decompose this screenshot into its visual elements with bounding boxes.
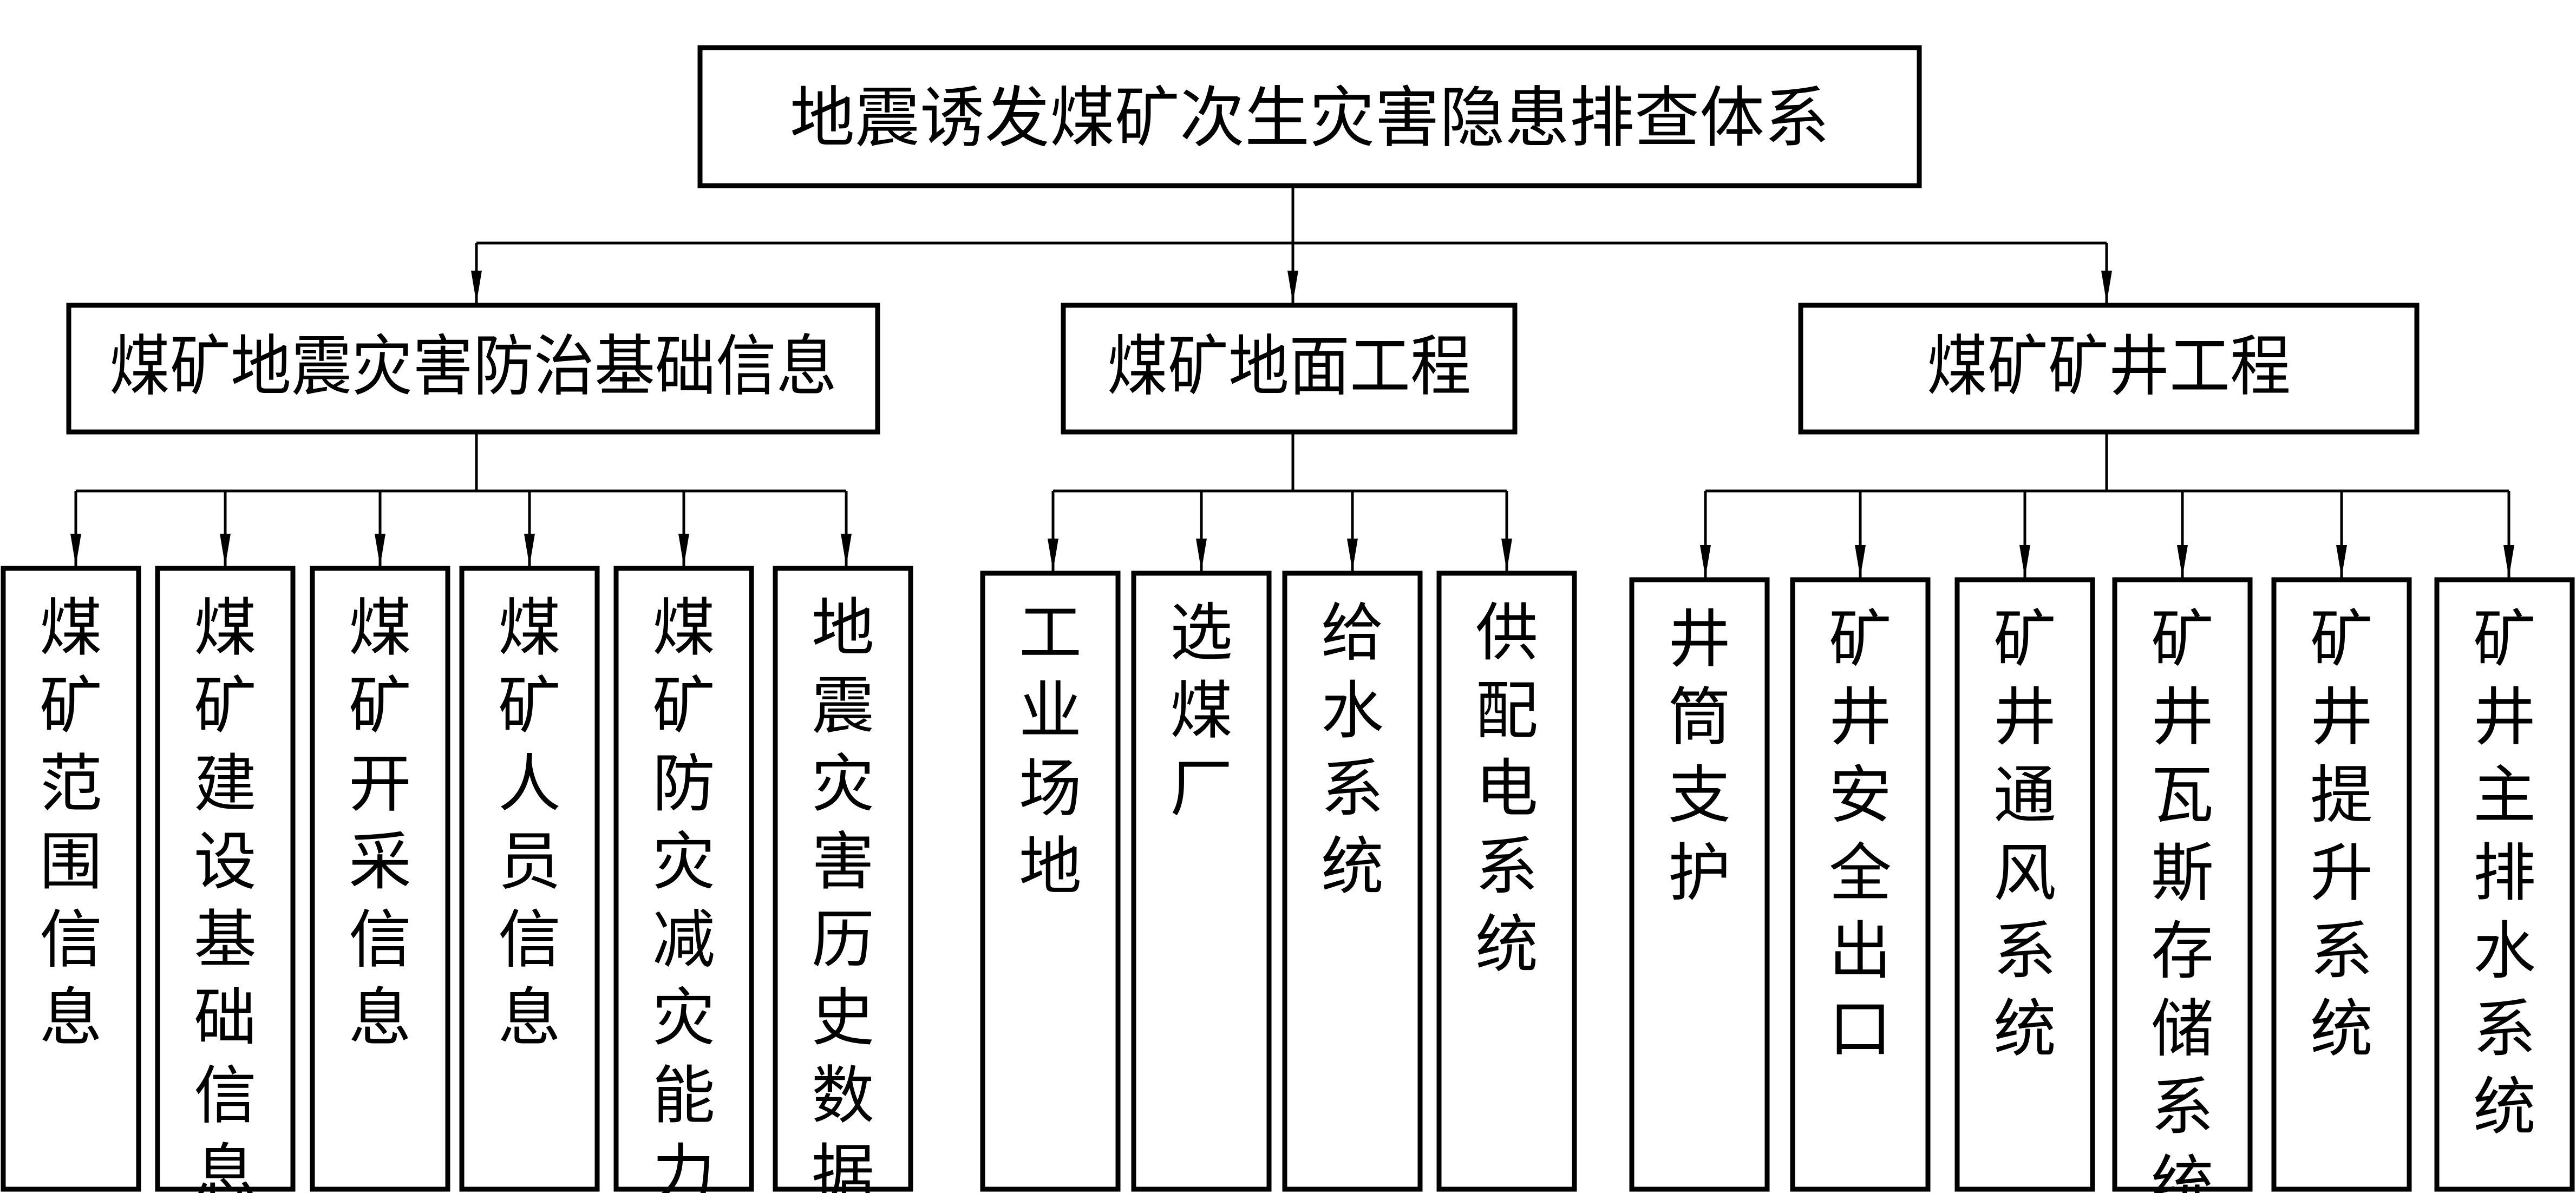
leaf-box <box>1954 577 2095 1192</box>
category-node: 煤矿地面工程 <box>1061 303 1518 435</box>
leaf-box <box>1131 571 1272 1192</box>
leaf-box <box>980 571 1121 1192</box>
arrow-head-icon <box>375 534 385 566</box>
arrow-head-icon <box>1048 539 1058 571</box>
arrow-head-icon <box>678 534 689 566</box>
leaf-node: 矿井通风系统 <box>1954 577 2095 1192</box>
leaf-box <box>1282 571 1423 1192</box>
leaf-node: 供配电系统 <box>1436 571 1577 1192</box>
leaf-node: 地震灾害历史数据 <box>773 566 913 1193</box>
leaf-box <box>2271 577 2412 1192</box>
arrow-head-icon <box>1347 539 1358 571</box>
leaf-node: 工业场地 <box>980 571 1121 1192</box>
root-box <box>697 45 1922 188</box>
arrow-head-icon <box>70 534 81 566</box>
leaf-label: 矿井提升系统 <box>2310 603 2373 1066</box>
root-label: 地震诱发煤矿次生灾害隐患排查体系 <box>790 80 1829 156</box>
leaf-label: 煤矿建设基础信息 <box>194 592 257 1193</box>
leaf-label: 矿井通风系统 <box>1993 603 2056 1066</box>
arrow-head-icon <box>524 534 535 566</box>
category-nodes: 煤矿地震灾害防治基础信息 煤矿地面工程 煤矿矿井工程 <box>66 303 2420 435</box>
category-label: 煤矿地震灾害防治基础信息 <box>109 328 837 405</box>
leaf-label: 选煤厂 <box>1170 596 1233 825</box>
leaf-label: 煤矿范围信息 <box>40 592 102 1054</box>
leaf-box <box>2434 577 2575 1192</box>
leaf-node: 矿井瓦斯存储系统 <box>2112 577 2253 1193</box>
leaf-node: 煤矿开采信息 <box>310 566 450 1192</box>
category-box <box>1798 303 2420 435</box>
leaf-label: 地震灾害历史数据 <box>812 592 874 1193</box>
arrow-head-icon <box>1287 271 1298 303</box>
arrow-head-icon <box>1501 539 1512 571</box>
root-node: 地震诱发煤矿次生灾害隐患排查体系 <box>697 45 1922 188</box>
leaf-box <box>1629 577 1770 1192</box>
arrow-head-icon <box>1700 545 1711 578</box>
category-node: 煤矿矿井工程 <box>1798 303 2420 435</box>
category-label: 煤矿矿井工程 <box>1927 328 2291 405</box>
category-box <box>1061 303 1518 435</box>
leaf-label: 煤矿开采信息 <box>349 592 411 1054</box>
arrow-head-icon <box>2503 545 2514 578</box>
leaf-label: 井筒支护 <box>1668 603 1731 910</box>
category-box <box>66 303 880 435</box>
arrow-head-icon <box>2336 545 2347 578</box>
leaf-box <box>2112 577 2253 1192</box>
leaf-node: 给水系统 <box>1282 571 1423 1192</box>
leaf-box <box>773 566 913 1192</box>
leaf-node: 矿井主排水系统 <box>2434 577 2575 1192</box>
leaf-label: 煤矿防灾减灾能力 <box>652 592 715 1193</box>
arrow-head-icon <box>2101 271 2112 303</box>
leaf-label: 煤矿人员信息 <box>498 592 561 1054</box>
leaf-box <box>155 566 296 1192</box>
leaf-node: 井筒支护 <box>1629 577 1770 1192</box>
leaf-node: 煤矿建设基础信息 <box>155 566 296 1193</box>
leaf-label: 给水系统 <box>1321 596 1384 903</box>
leaf-box <box>310 566 450 1192</box>
leaf-box <box>1790 577 1931 1192</box>
arrow-head-icon <box>1855 545 1866 578</box>
leaf-label: 矿井主排水系统 <box>2473 603 2536 1144</box>
category-label: 煤矿地面工程 <box>1107 328 1471 405</box>
leaf-box <box>1 566 141 1192</box>
arrow-head-icon <box>2177 545 2188 578</box>
leaf-nodes: 煤矿范围信息 煤矿建设基础信息 煤矿开采信息 煤矿人员信息 煤矿防灾减灾能力 地震灾害历史… <box>1 566 2575 1193</box>
arrow-head-icon <box>841 534 852 566</box>
leaf-box <box>1436 571 1577 1192</box>
leaf-node: 煤矿防灾减灾能力 <box>613 566 754 1193</box>
leaf-node: 煤矿范围信息 <box>1 566 141 1192</box>
leaf-node: 选煤厂 <box>1131 571 1272 1192</box>
arrow-head-icon <box>2019 545 2030 578</box>
leaf-box <box>459 566 600 1192</box>
leaf-node: 矿井提升系统 <box>2271 577 2412 1192</box>
leaf-box <box>613 566 754 1192</box>
leaf-label: 矿井瓦斯存储系统 <box>2151 603 2214 1193</box>
arrow-head-icon <box>471 271 482 303</box>
leaf-label: 矿井安全出口 <box>1829 603 1892 1066</box>
leaf-label: 工业场地 <box>1019 596 1082 903</box>
arrow-head-icon <box>1196 539 1207 571</box>
connectors <box>70 186 2514 578</box>
leaf-label: 供配电系统 <box>1475 596 1538 981</box>
category-node: 煤矿地震灾害防治基础信息 <box>66 303 880 435</box>
leaf-node: 煤矿人员信息 <box>459 566 600 1192</box>
arrow-head-icon <box>220 534 231 566</box>
leaf-node: 矿井安全出口 <box>1790 577 1931 1192</box>
